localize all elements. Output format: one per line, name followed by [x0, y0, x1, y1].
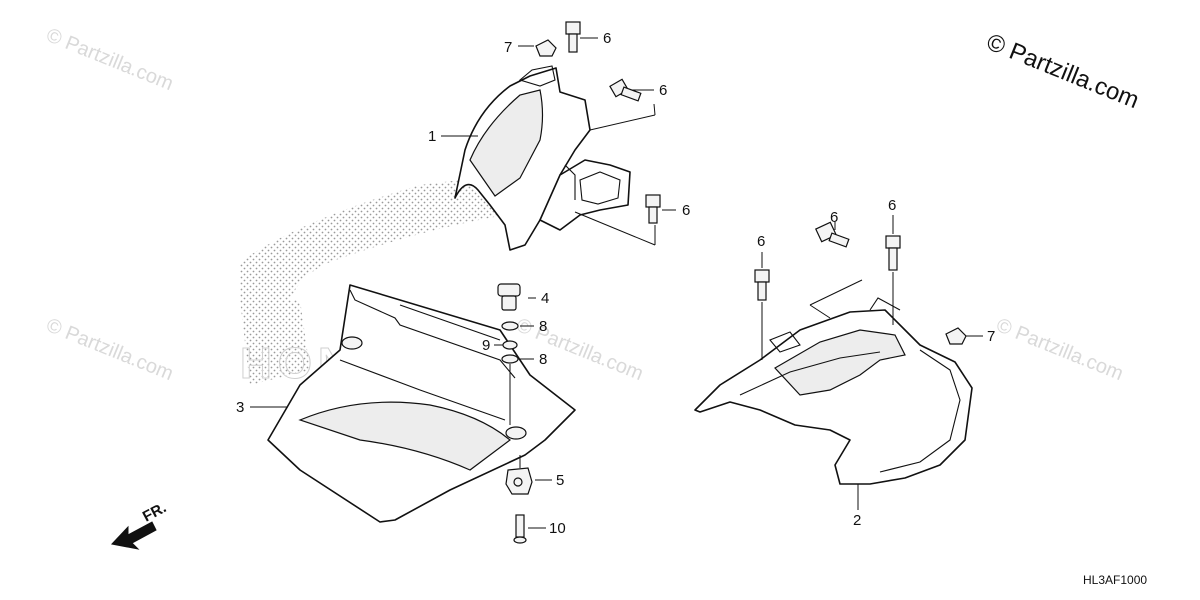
callout-2: 2	[853, 512, 861, 529]
watermark: © Partzilla.com	[513, 314, 646, 385]
callout-6: 6	[682, 202, 690, 219]
bolt-6-right-c	[885, 235, 901, 271]
bolt-6-right-b	[814, 221, 850, 248]
callout-6: 6	[830, 209, 838, 226]
front-direction-arrow-icon: FR.	[111, 499, 169, 550]
washer-8-lower	[501, 354, 519, 364]
watermark: © Partzilla.com	[43, 314, 176, 385]
clip-7-top	[535, 39, 557, 57]
bolt-6-right-upper	[609, 78, 642, 102]
nut-9	[502, 340, 518, 350]
washer-8-upper	[501, 321, 519, 331]
screw-10	[513, 514, 527, 544]
callout-10: 10	[549, 520, 566, 537]
callout-9: 9	[482, 337, 490, 354]
callout-3: 3	[236, 399, 244, 416]
bolt-6-top	[565, 21, 581, 53]
callout-6: 6	[659, 82, 667, 99]
brand-watermark: © Partzilla.com	[983, 29, 1143, 115]
callout-8: 8	[539, 351, 547, 368]
callout-6: 6	[888, 197, 896, 214]
watermark: © Partzilla.com	[43, 24, 176, 95]
watermark: © Partzilla.com	[993, 314, 1126, 385]
part-2-side-cover	[694, 297, 973, 485]
callout-1: 1	[428, 128, 436, 145]
grommet-4	[497, 283, 521, 311]
front-label: FR.	[140, 499, 169, 525]
part-1-upper-panel	[454, 65, 631, 251]
clip-7-right	[945, 327, 967, 345]
part-3-lower-cover	[267, 284, 576, 523]
callout-6: 6	[603, 30, 611, 47]
leader-lines	[250, 37, 983, 529]
callouts: 1 7 6 6 6 4 8 9 8 3 5 10 6 6 6 7 2	[236, 30, 995, 537]
callout-5: 5	[556, 472, 564, 489]
callout-7: 7	[987, 328, 995, 345]
callout-7: 7	[504, 39, 512, 56]
bolt-6-right-a	[754, 269, 770, 301]
callout-6: 6	[757, 233, 765, 250]
callout-4: 4	[541, 290, 549, 307]
diagram-code: HL3AF1000	[1083, 573, 1147, 587]
callout-8: 8	[539, 318, 547, 335]
bracket-5	[505, 467, 533, 495]
bolt-6-mid	[645, 194, 661, 224]
